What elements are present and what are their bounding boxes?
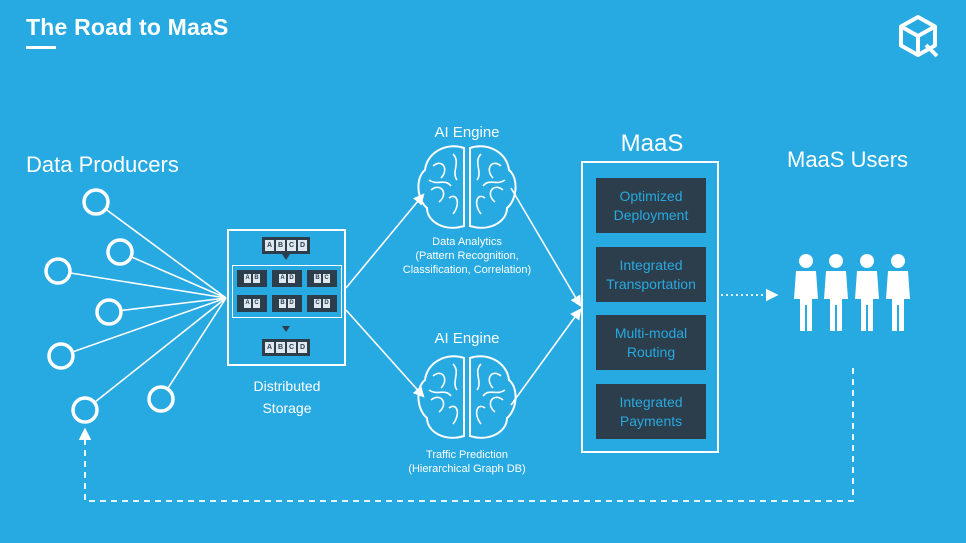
block-cell: C (286, 341, 297, 354)
block-cell: A (278, 273, 287, 284)
producer-nodes (44, 188, 175, 424)
producer-node (44, 257, 72, 285)
service-label: Transportation (606, 275, 696, 292)
cube-logo-icon (899, 15, 939, 58)
producer-node (82, 188, 110, 216)
arrow-storage-to-engine1 (345, 193, 425, 289)
block-cell: A (264, 239, 275, 252)
maas-users-title: MaaS Users (787, 147, 909, 172)
caption-line: Classification, Correlation) (402, 264, 532, 276)
caption-line: (Pattern Recognition, (415, 250, 519, 262)
title-underline (26, 46, 56, 49)
producer-node (95, 298, 123, 326)
service-label: Integrated (619, 393, 683, 410)
block-cell: A (243, 298, 252, 309)
caption-line: Distributed (253, 378, 321, 394)
block-cell: B (275, 341, 286, 354)
brain-icon (417, 145, 517, 229)
block-cell: D (287, 298, 296, 309)
producer-node (47, 342, 75, 370)
producer-node (106, 238, 134, 266)
block-cell: C (252, 298, 261, 309)
block-cell: A (264, 341, 275, 354)
service-label: Optimized (619, 187, 683, 204)
service-label: Routing (626, 343, 676, 360)
service-label: Integrated (619, 256, 683, 273)
caption-line: Data Analytics (432, 236, 502, 248)
down-arrow-icon (282, 254, 290, 260)
block-cell: D (322, 298, 331, 309)
block-cell: D (287, 273, 296, 284)
service-label: Payments (619, 412, 683, 429)
block-cell: B (313, 273, 322, 284)
block-cell: B (252, 273, 261, 284)
distributed-storage-caption: Distributed Storage (232, 375, 342, 419)
restored-data-block: A B C D (262, 339, 310, 356)
block-cell: C (322, 273, 331, 284)
block-cell: C (286, 239, 297, 252)
caption-line: Storage (262, 400, 312, 416)
caption-line: Traffic Prediction (426, 449, 508, 461)
arrow-engine1-to-maas (510, 187, 582, 307)
block-cell: D (297, 341, 308, 354)
block-cell: B (278, 298, 287, 309)
service-label: Multi-modal (614, 324, 688, 341)
producer-links (57, 201, 227, 411)
source-data-block: A B C D (262, 237, 310, 254)
block-cell: C (313, 298, 322, 309)
feedback-loop (78, 368, 854, 502)
block-cell: B (275, 239, 286, 252)
arrow-storage-to-engine2 (345, 309, 425, 398)
arrow-engine2-to-maas (510, 308, 582, 406)
block-cell: A (243, 273, 252, 284)
producer-node (147, 385, 175, 413)
producer-node (71, 396, 99, 424)
page-title: The Road to MaaS (26, 14, 229, 40)
brain-icon (417, 355, 517, 439)
maas-title: MaaS (620, 130, 684, 157)
ai-engine-title-1: AI Engine (434, 124, 500, 141)
ai-engine-caption-1: Data Analytics (Pattern Recognition, Cla… (382, 235, 552, 277)
ai-engine-caption-2: Traffic Prediction (Hierarchical Graph D… (382, 448, 552, 476)
service-label: Deployment (613, 206, 689, 223)
people-group-icon (794, 254, 910, 331)
down-arrow-icon (282, 326, 290, 332)
block-cell: D (297, 239, 308, 252)
ai-engine-title-2: AI Engine (434, 330, 500, 347)
data-producers-title: Data Producers (26, 152, 179, 177)
caption-line: (Hierarchical Graph DB) (408, 463, 526, 475)
